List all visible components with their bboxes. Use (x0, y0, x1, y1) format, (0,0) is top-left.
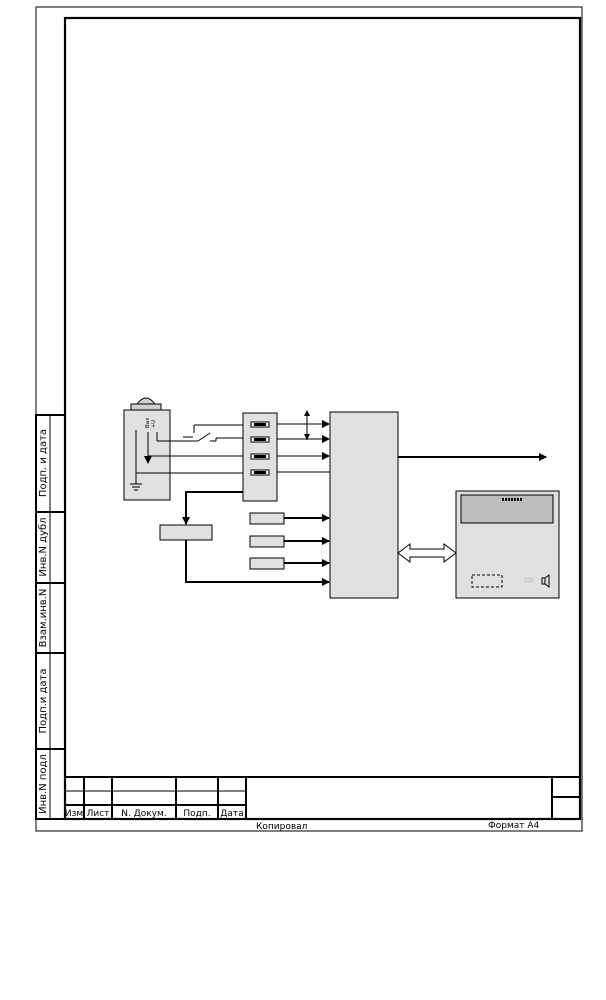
relay-module (159, 524, 213, 541)
col-sign: Подп. (183, 809, 210, 819)
relay-wiring (182, 491, 330, 586)
side-label-sign-date-2: Подп.и дата (38, 669, 49, 734)
input-module-3 (249, 557, 285, 570)
title-block: Изм Лист N. Докум. Подп. Дата Копировал … (65, 776, 580, 832)
lcd-digits (502, 498, 522, 501)
col-date: Дата (220, 809, 243, 819)
block-diagram: Вых +U (123, 397, 560, 599)
col-izm: Изм (65, 809, 83, 819)
side-label-orig-inv: Инв.N подл (38, 754, 49, 814)
display-panel (455, 490, 560, 599)
switch-contact (197, 432, 211, 442)
terminal-block (242, 412, 278, 502)
bus-double-arrow (397, 543, 457, 563)
input-module-1 (249, 512, 285, 525)
col-list: Лист (87, 809, 110, 819)
controller-unit (329, 411, 399, 599)
keypad-area (471, 574, 503, 588)
side-label-repl-inv: Взам.инв.N (38, 589, 49, 648)
side-label-dup-inv: Инв.N дубл (38, 517, 49, 576)
format-label: Формат А4 (488, 821, 540, 831)
sensor-body (123, 409, 171, 501)
sensor-dome (135, 397, 157, 405)
sensor: Вых +U (123, 397, 171, 501)
col-doc-num: N. Докум. (121, 809, 166, 819)
outer-frame (35, 6, 583, 832)
indicator-led (524, 577, 534, 583)
side-label-sign-date-1: Подп. и дата (38, 429, 49, 497)
copied-label: Копировал (256, 822, 307, 832)
speaker-icon (541, 574, 550, 588)
input-module-2 (249, 535, 285, 548)
sensor-pin-out: Вых (145, 418, 151, 428)
sensor-head (130, 403, 162, 411)
sensor-pin-plus: +U (151, 420, 157, 428)
input-modules (249, 512, 330, 570)
sensor-wiring (136, 424, 243, 474)
side-stamp: Подп. и дата Инв.N дубл Взам.инв.N Подп.… (35, 414, 66, 820)
